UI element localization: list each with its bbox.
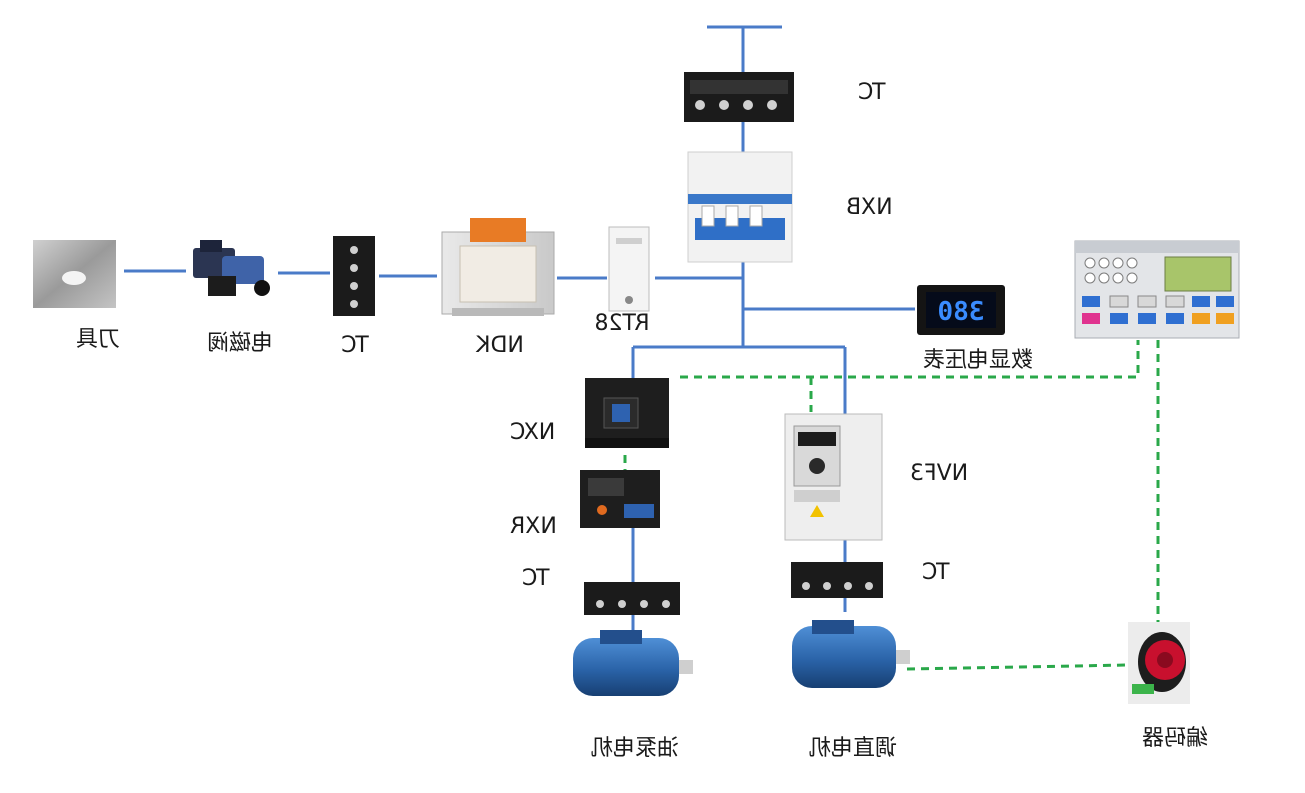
terminal-block-vfd xyxy=(791,562,883,598)
oil-pump-motor-label: 油泵电机 xyxy=(590,736,680,761)
oil-pump-motor xyxy=(573,630,693,696)
solenoid-valve xyxy=(193,240,270,296)
terminal-block-left xyxy=(333,236,375,316)
terminal-block-top xyxy=(684,72,794,122)
speed-motor xyxy=(792,620,910,688)
power-lines xyxy=(124,25,915,635)
tool-plate xyxy=(33,240,116,308)
tc-left-label: TC xyxy=(341,333,369,358)
tc-pump-label: TC xyxy=(522,566,550,591)
nvf3-inverter xyxy=(784,413,883,541)
speed-motor-label: 调直电机 xyxy=(808,736,898,761)
digital-voltmeter-label: 数显电压表 xyxy=(922,348,1034,373)
rt28-label: RT28 xyxy=(594,311,650,336)
tc-top-label: TC xyxy=(858,80,886,105)
encoder-label: 编码器 xyxy=(1141,726,1209,751)
nvf3-label: NVF3 xyxy=(910,461,969,486)
solenoid-valve-label: 电磁阀 xyxy=(206,331,274,356)
nxb-breaker xyxy=(687,151,793,263)
tc-vfd-label: TC xyxy=(922,560,950,585)
nxb-label: NXB xyxy=(846,195,893,220)
ndk-label: NDK xyxy=(476,333,524,358)
encoder xyxy=(1128,622,1190,704)
digital-voltmeter xyxy=(917,285,1005,335)
tool-label: 刀具 xyxy=(75,327,121,352)
rt28-fuse xyxy=(608,226,650,312)
terminal-block-pump xyxy=(584,582,680,615)
controller-panel xyxy=(1074,240,1240,339)
nxr-label: NXR xyxy=(510,514,557,539)
voltmeter-reading: 380 xyxy=(938,297,985,327)
signal-lines xyxy=(623,340,1160,671)
ndk-transformer xyxy=(441,218,555,316)
nxc-label: NXC xyxy=(510,420,556,445)
nxr-thermal-relay xyxy=(580,470,660,528)
nxc-contactor xyxy=(585,378,669,448)
